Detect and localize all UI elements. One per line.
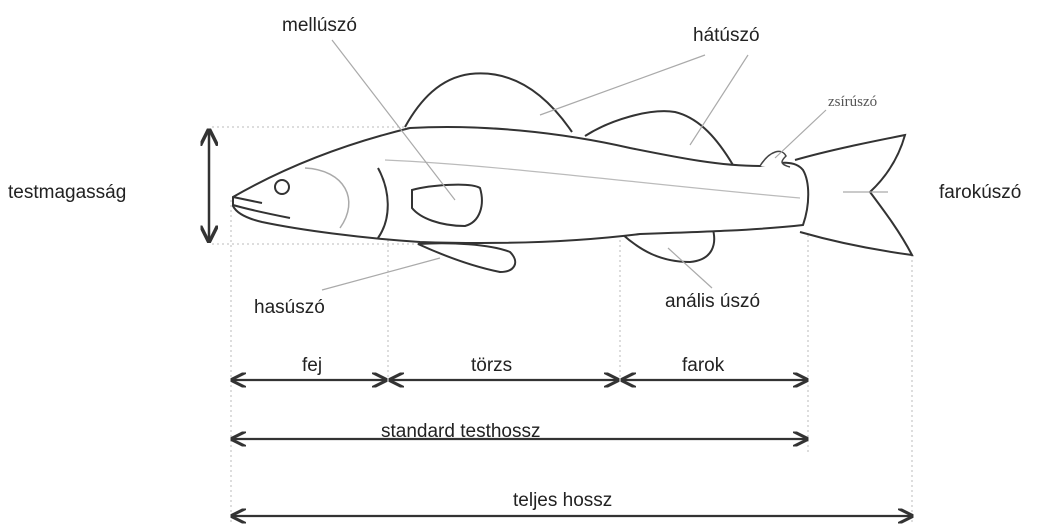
label-dorsal-fin: hátúszó — [693, 26, 760, 45]
eye — [275, 180, 289, 194]
dorsal-fin — [405, 73, 572, 132]
label-trunk: törzs — [471, 356, 512, 375]
fish-body — [233, 127, 808, 243]
label-anal-fin: anális úszó — [665, 292, 760, 311]
label-pelvic-fin: hasúszó — [254, 298, 325, 317]
caudal-fin-shape — [795, 135, 912, 255]
label-head: fej — [302, 356, 322, 375]
pelvic-fin — [418, 243, 515, 272]
label-caudal-fin: farokúszó — [939, 183, 1021, 202]
label-standard-length: standard testhossz — [381, 422, 540, 441]
label-pectoral-fin: mellúszó — [282, 16, 357, 35]
label-tail: farok — [682, 356, 724, 375]
label-body-height: testmagasság — [8, 183, 126, 202]
label-total-length: teljes hossz — [513, 491, 612, 510]
label-adipose-fin: zsírúszó — [828, 95, 877, 110]
